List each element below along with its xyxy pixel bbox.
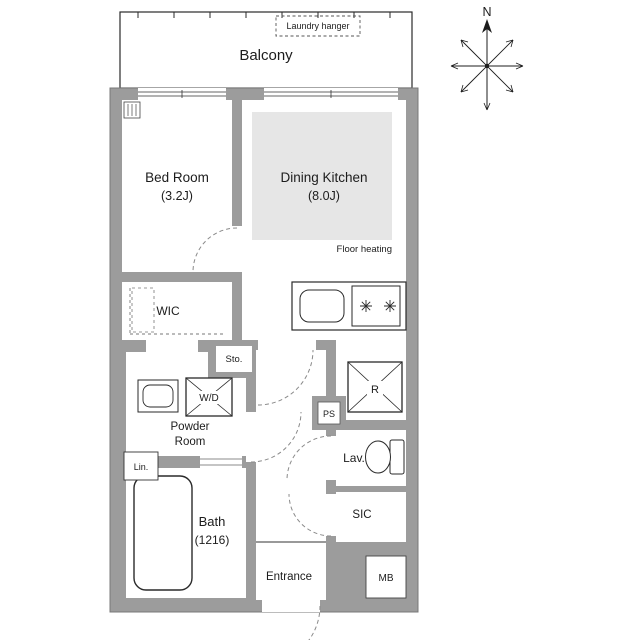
powder-room-upper-floor — [126, 352, 208, 378]
sic-floor — [336, 492, 406, 542]
refrigerator-box — [347, 361, 403, 413]
wic-floor — [122, 282, 232, 340]
powder-room-label-line1: Powder — [171, 421, 210, 433]
ps-label: PS — [323, 409, 335, 419]
partition-marker-stripes — [127, 104, 137, 116]
entrance-label: Entrance — [266, 571, 312, 583]
room-labels: Bed Room (3.2J) Dining Kitchen (8.0J) Fl… — [134, 170, 394, 584]
burner-right-icon — [384, 300, 396, 312]
window-glazing-lines — [138, 90, 398, 98]
washer-dryer-label-chip — [192, 391, 226, 404]
bath-floor — [126, 468, 246, 598]
sic-door-arc — [288, 493, 332, 537]
sic-door-gap — [326, 494, 336, 536]
refrigerator-label: R — [371, 384, 379, 396]
balcony-outline — [119, 11, 413, 89]
wic-door-gap — [146, 340, 198, 352]
floor-heating-label: Floor heating — [337, 244, 392, 255]
mb-label: MB — [379, 573, 394, 584]
hall-entrance-floor — [256, 350, 326, 600]
laundry-hanger-box — [275, 15, 361, 37]
dining-kitchen-label: Dining Kitchen — [280, 170, 367, 185]
mb-box — [365, 555, 407, 599]
bath-door-gap — [200, 456, 242, 468]
compass-north-label: N — [482, 5, 491, 19]
kitchen-sink — [299, 289, 345, 323]
linen-label: Lin. — [134, 462, 149, 472]
front-door-gap — [262, 600, 320, 612]
bedroom-door-arc — [192, 227, 238, 273]
bedroom-size-label: (3.2J) — [161, 189, 193, 203]
lavatory-door-arc — [286, 435, 332, 481]
wic-shelf-dashed — [131, 287, 155, 333]
toilet-tank — [389, 439, 405, 475]
linen-box — [123, 451, 159, 481]
washer-dryer-label: W/D — [199, 393, 218, 404]
sic-label: SIC — [352, 509, 371, 521]
ps-box — [317, 401, 341, 425]
balcony-railing-ticks — [137, 12, 391, 18]
door-arcs — [192, 227, 332, 640]
compass: N — [450, 5, 524, 111]
washbasin-bowl — [142, 384, 174, 408]
compass-center-dot — [484, 63, 490, 69]
burner-left-icon — [360, 300, 372, 312]
powder-room-label-line2: Room — [175, 436, 206, 448]
bedroom-label: Bed Room — [145, 170, 209, 185]
fixtures — [123, 281, 407, 591]
lavatory-label: Lav. — [343, 451, 365, 465]
powder-door-arc — [250, 411, 302, 463]
wic-label: WIC — [156, 304, 180, 318]
lavatory-door-gap — [326, 436, 336, 480]
balcony-label: Balcony — [239, 47, 293, 64]
bath-label: Bath — [199, 514, 226, 529]
bedroom-door-gap — [232, 226, 242, 272]
compass-ray-barbs — [450, 39, 524, 111]
floor-heating-area — [252, 112, 392, 240]
storage-label: Sto. — [226, 354, 243, 365]
bathtub — [133, 475, 193, 591]
bath-size-label: (1216) — [195, 533, 230, 547]
dining-kitchen-size-label: (8.0J) — [308, 189, 340, 203]
powder-door-gap — [246, 412, 256, 462]
refrigerator-label-chip — [367, 381, 383, 395]
wic-hatch — [129, 288, 226, 335]
balcony: Laundry hanger Balcony — [119, 11, 413, 89]
toilet-bowl — [365, 440, 391, 474]
dk-door-gap — [258, 340, 316, 350]
storage-floor — [216, 346, 252, 372]
dk-door-arc — [257, 349, 314, 406]
bath-door-lines — [200, 458, 242, 466]
bedroom-floor — [122, 100, 232, 272]
refrigerator-space-floor — [336, 340, 406, 420]
laundry-hanger-label: Laundry hanger — [286, 21, 349, 31]
